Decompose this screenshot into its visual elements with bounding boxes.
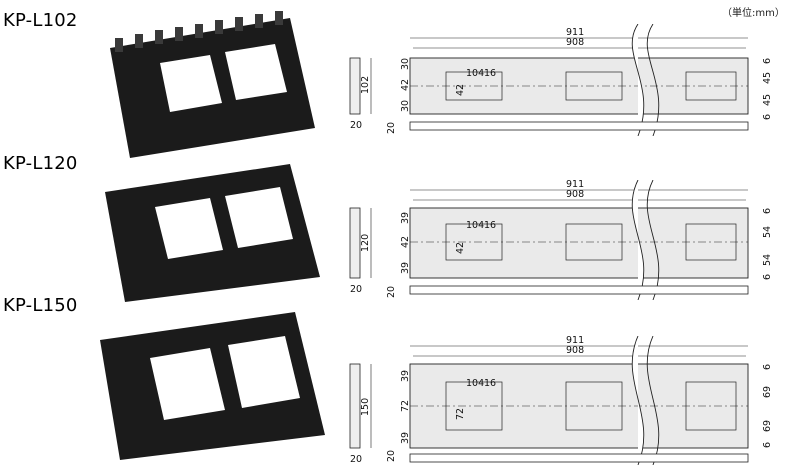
row-dim-mid: 42 — [400, 236, 411, 248]
side-height-dim: 20 — [386, 122, 397, 134]
length-outer-dim: 911 — [566, 336, 584, 346]
side-thickness-dim: 20 — [350, 120, 362, 131]
right-edge-dim: 6 — [762, 58, 773, 64]
right-b-dim: 45 — [762, 94, 773, 106]
width-dim: 150 — [360, 398, 371, 416]
side-thickness-dim: 20 — [350, 284, 362, 295]
model-label-kp-l120: KP-L120 — [3, 153, 78, 174]
pitch-b-dim: 16 — [484, 378, 496, 389]
row-dim-mid: 72 — [400, 400, 411, 412]
model-label-kp-l150: KP-L150 — [3, 295, 78, 316]
side-thickness-dim: 20 — [350, 454, 362, 465]
right-edge-dim: 6 — [762, 364, 773, 370]
length-outer-dim: 911 — [566, 180, 584, 190]
row-dim-mid: 42 — [400, 79, 411, 91]
pitch-b-dim: 16 — [484, 68, 496, 79]
unit-label: （単位:mm） — [722, 8, 785, 19]
right-edge-dim: 6 — [762, 208, 773, 214]
product-photo-kp-l102 — [110, 11, 315, 158]
row-dim-top: 39 — [400, 370, 411, 382]
right-end-dim: 6 — [762, 114, 773, 120]
pitch-a-dim: 104 — [466, 378, 484, 389]
hole-row-dim: 42 — [455, 242, 466, 254]
side-height-dim: 20 — [386, 286, 397, 298]
hole-row-dim: 72 — [455, 408, 466, 420]
right-a-dim: 69 — [762, 386, 773, 398]
pitch-a-dim: 104 — [466, 220, 484, 231]
row-dim-bottom: 30 — [400, 100, 411, 112]
pitch-a-dim: 104 — [466, 68, 484, 79]
length-inner-dim: 908 — [566, 345, 584, 356]
right-end-dim: 6 — [762, 442, 773, 448]
row-dim-top: 30 — [400, 58, 411, 70]
right-b-dim: 69 — [762, 420, 773, 432]
row-dim-top: 39 — [400, 212, 411, 224]
right-a-dim: 54 — [762, 226, 773, 238]
length-inner-dim: 908 — [566, 189, 584, 200]
technical-drawing-kp-l120: 120 20 911 908 39 42 39 42 104 16 6 54 5… — [349, 180, 773, 300]
right-end-dim: 6 — [762, 274, 773, 280]
right-a-dim: 45 — [762, 72, 773, 84]
side-height-dim: 20 — [386, 450, 397, 462]
length-outer-dim: 911 — [566, 27, 584, 38]
technical-drawing-kp-l150: 150 20 911 908 39 72 39 72 104 16 6 69 6… — [349, 336, 773, 465]
right-b-dim: 54 — [762, 254, 773, 266]
length-inner-dim: 908 — [566, 37, 584, 48]
model-label-kp-l102: KP-L102 — [3, 10, 78, 31]
product-photo-kp-l150 — [100, 312, 325, 460]
width-dim: 120 — [360, 234, 371, 252]
row-dim-bottom: 39 — [400, 262, 411, 274]
hole-row-dim: 42 — [455, 84, 466, 96]
product-photo-kp-l120 — [105, 164, 320, 302]
technical-drawing-kp-l102: 102 20 911 908 30 42 30 42 104 16 6 45 4… — [349, 24, 773, 136]
row-dim-bottom: 39 — [400, 432, 411, 444]
pitch-b-dim: 16 — [484, 220, 496, 231]
width-dim: 102 — [360, 76, 371, 94]
